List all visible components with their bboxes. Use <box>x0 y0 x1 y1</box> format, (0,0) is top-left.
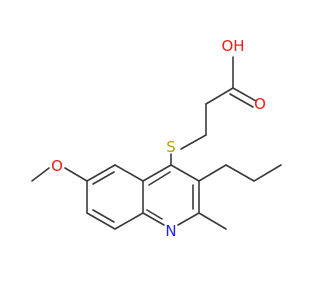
bond-c4a-c4-inner <box>148 171 171 186</box>
bond-c3-propyl-1 <box>198 164 227 182</box>
bond-c4-c3 <box>170 164 200 182</box>
bond-c5-c6-inner <box>92 171 115 185</box>
molecule-structure: OH O S O N <box>31 37 282 240</box>
bond-c5-c6 <box>86 164 116 182</box>
bond-c-o-double-2 <box>229 93 254 108</box>
bond-ch2-s <box>180 134 207 150</box>
bond-c4a-c5 <box>114 164 144 182</box>
ring-nitrogen-label: N <box>165 222 176 240</box>
bond-lines <box>31 56 282 230</box>
bond-c4a-c4 <box>142 164 172 182</box>
bond-c6-o <box>64 167 88 182</box>
carbonyl-oxygen-label: O <box>254 95 266 113</box>
bond-o-ch3 <box>31 167 50 182</box>
bond-c2-methyl <box>198 212 227 230</box>
bond-c8-c8a <box>114 212 144 230</box>
bond-n-c8a <box>142 212 165 226</box>
sulfur-label: S <box>166 138 176 156</box>
atom-labels: OH O S O N <box>51 37 266 240</box>
bond-c-o-double-1 <box>232 87 257 102</box>
bond-propyl-3 <box>253 164 282 182</box>
bond-c2-n <box>177 212 200 226</box>
bond-c-ch2 <box>205 87 234 105</box>
bond-n-c8a-inner <box>146 209 163 220</box>
bond-c7-c8 <box>86 212 116 230</box>
hydroxyl-label: OH <box>221 37 244 55</box>
bond-propyl-2 <box>225 164 255 182</box>
bond-c7-c8-inner <box>92 209 115 223</box>
methoxy-oxygen-label: O <box>51 157 63 175</box>
